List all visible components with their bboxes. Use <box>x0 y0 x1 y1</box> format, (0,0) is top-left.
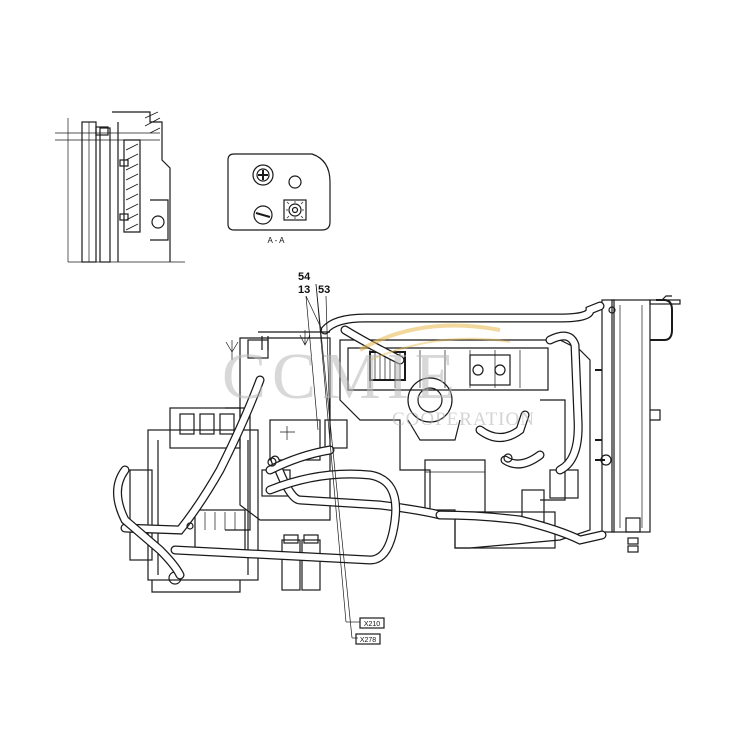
callout-leaders <box>305 283 360 639</box>
watermark: CCMIE COOPERATION <box>222 323 535 430</box>
connector-x210 <box>359 617 385 629</box>
section-label: A - A <box>268 236 286 245</box>
flywheel-section-detail <box>55 111 185 263</box>
callout-53: 53 <box>318 284 330 296</box>
watermark-main: CCMIE <box>222 340 461 413</box>
radiator <box>601 295 681 553</box>
section-a-a-detail <box>227 153 331 231</box>
watermark-sub: COOPERATION <box>392 409 535 430</box>
connector-x278-label: X278 <box>360 637 376 644</box>
connector-x210-label: X210 <box>364 621 380 628</box>
callout-54: 54 <box>298 271 311 283</box>
callout-13: 13 <box>298 284 310 296</box>
connector-x278 <box>355 633 381 645</box>
